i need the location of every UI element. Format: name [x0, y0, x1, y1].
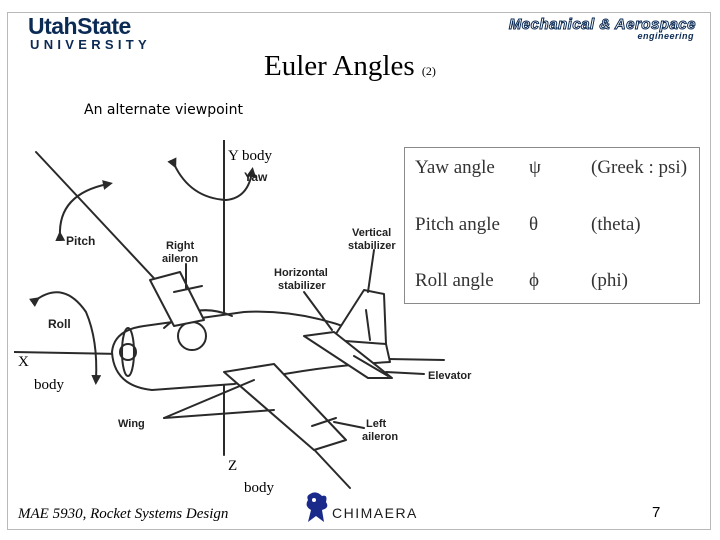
horizontal-stabilizer-label-line2: stabilizer [278, 280, 326, 292]
department-logo-line1: Mechanical & Aerospace [508, 16, 696, 33]
leader-elevator [385, 371, 425, 375]
airplane-diagram: Y body Yaw Pitch Roll Right aileron Vert… [13, 139, 480, 496]
table-row: Pitch angle θ (theta) [405, 213, 699, 243]
pitch-label: Pitch [66, 234, 96, 248]
x-body-label-letter: X [18, 354, 29, 370]
university-logo-line1: UtahState [28, 13, 131, 39]
slide-title: Euler Angles (2) [264, 50, 436, 87]
z-body-label-word: body [244, 480, 274, 496]
propeller-spinner [119, 343, 137, 361]
vertical-stabilizer-label-line1: Vertical [352, 227, 392, 239]
leader-wing [163, 379, 255, 419]
propeller [121, 327, 135, 377]
department-logo-line2: engineering [637, 31, 694, 41]
right-aileron-label-line1: Right [166, 240, 195, 252]
vertical-stabilizer [331, 289, 387, 345]
vertical-stabilizer-label-line2: stabilizer [348, 240, 396, 252]
right-aileron-label-line2: aileron [162, 253, 199, 265]
fuselage [111, 310, 391, 391]
x-body-label-word: body [34, 377, 64, 393]
angle-greek-name: (Greek : psi) [591, 157, 688, 178]
right-wing [149, 271, 205, 327]
euler-angle-table: Yaw angle ψ (Greek : psi) Pitch angle θ … [404, 147, 700, 304]
left-aileron-label-line1: Left [366, 418, 387, 430]
angle-name: Pitch angle [415, 214, 500, 235]
university-logo-line2: UNIVERSITY [30, 37, 152, 52]
leader-vertical-stabilizer [367, 249, 375, 293]
airplane-drawing [13, 139, 445, 489]
slide-subtitle: An alternate viewpoint [84, 102, 243, 118]
y-body-label: Y body [228, 148, 273, 164]
z-body-label-letter: Z [228, 458, 238, 474]
chimaera-logo: CHIMAERA [298, 490, 416, 526]
slide-title-text: Euler Angles [264, 50, 415, 82]
angle-name: Yaw angle [415, 157, 495, 178]
angle-greek-name: (phi) [591, 270, 628, 291]
left-aileron-outline [311, 417, 337, 427]
right-aileron-outline [173, 285, 203, 293]
yaw-label: Yaw [244, 170, 268, 184]
angle-name: Roll angle [415, 270, 494, 291]
slide-frame [7, 12, 711, 530]
angle-symbol: θ [529, 214, 539, 235]
elevator-label: Elevator [428, 370, 472, 382]
course-footer: MAE 5930, Rocket Systems Design [18, 506, 229, 522]
slide-title-suffix: (2) [421, 64, 436, 78]
leader-left-aileron [333, 421, 365, 429]
chimaera-creature-icon [306, 492, 328, 522]
department-logo: Mechanical & Aerospace engineering [466, 16, 696, 41]
wing-label: Wing [118, 418, 145, 430]
angle-symbol: ϕ [529, 270, 540, 291]
table-row: Yaw angle ψ (Greek : psi) [405, 156, 699, 186]
leader-wing-2 [163, 409, 275, 419]
roll-label: Roll [48, 317, 71, 331]
table-row: Roll angle ϕ (phi) [405, 269, 699, 299]
angle-greek-name: (theta) [591, 214, 641, 235]
leader-horizontal-stabilizer [303, 291, 333, 331]
yaw-arrow [167, 157, 257, 201]
chimaera-logo-text: CHIMAERA [332, 505, 418, 521]
page-number: 7 [652, 504, 661, 521]
angle-symbol: ψ [529, 157, 541, 178]
roll-arrow [29, 291, 102, 385]
left-wing [223, 363, 347, 451]
horizontal-stabilizer-label-line1: Horizontal [274, 267, 328, 279]
left-aileron-label-line2: aileron [362, 431, 399, 443]
university-logo: UtahState UNIVERSITY [28, 13, 153, 52]
pitch-arrow [55, 180, 113, 242]
